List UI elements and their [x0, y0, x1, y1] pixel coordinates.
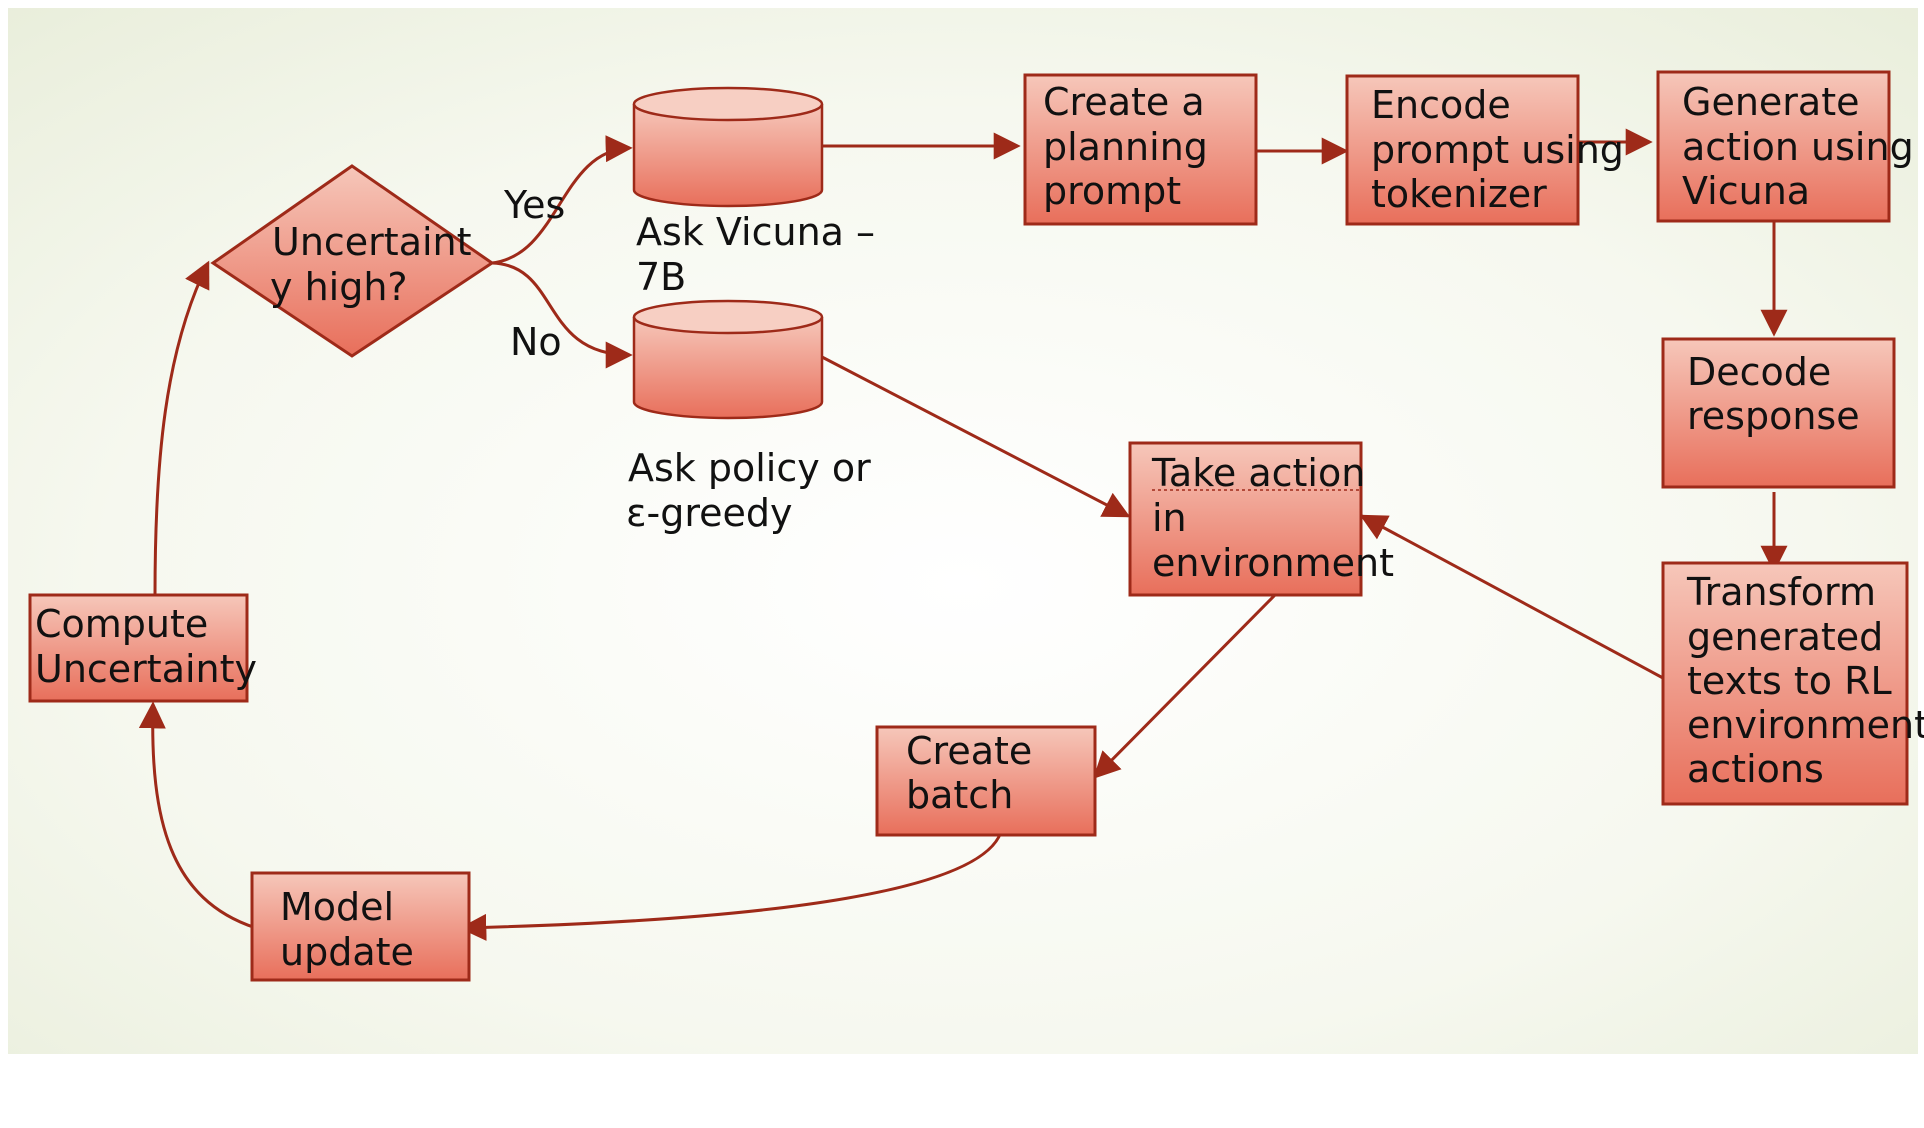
- generate-action-line1: Generate: [1682, 80, 1859, 124]
- arrow-batch-to-model-update: [459, 827, 1004, 941]
- ask-vicuna-database-node: [632, 86, 824, 208]
- arrow-compute-to-decision: [153, 260, 210, 596]
- planning-prompt-line1: Create a: [1043, 80, 1205, 124]
- encode-prompt-line2: prompt using: [1371, 128, 1624, 172]
- decision-node-uncertainty-high: Uncertaint y high?: [210, 164, 495, 358]
- ask-policy-database-node: [632, 299, 824, 420]
- compute-uncertainty-line1: Compute: [35, 602, 208, 646]
- model-update-line1: Model: [280, 885, 394, 929]
- transform-texts-node: Transform generated texts to RL environm…: [1661, 561, 1924, 806]
- arrow-decision-no: [491, 261, 633, 369]
- ask-vicuna-label-line2: 7B: [636, 255, 686, 299]
- compute-uncertainty-line2: Uncertainty: [35, 647, 257, 691]
- arrow-policy-to-take-action: [821, 355, 1131, 518]
- ask-vicuna-label-line1: Ask Vicuna –: [636, 210, 875, 254]
- transform-texts-line1: Transform: [1686, 570, 1876, 614]
- transform-texts-line4: environment: [1687, 703, 1924, 747]
- compute-uncertainty-node: Compute Uncertainty: [28, 593, 257, 703]
- take-action-line3: environment: [1152, 541, 1394, 585]
- transform-texts-line5: actions: [1687, 747, 1824, 791]
- transform-texts-line3: texts to RL: [1687, 659, 1892, 703]
- decision-label-line1: Uncertaint: [272, 220, 472, 264]
- arrow-transform-to-take-action: [1359, 514, 1664, 680]
- decode-response-node: Decode response: [1661, 337, 1896, 489]
- connectors: [138, 128, 1788, 941]
- encode-prompt-line3: tokenizer: [1371, 172, 1547, 216]
- create-batch-line1: Create: [906, 729, 1032, 773]
- take-action-line2: in: [1152, 496, 1187, 540]
- decision-label-line2: y high?: [270, 265, 408, 309]
- decode-response-line2: response: [1687, 394, 1860, 438]
- take-action-node: Take action in environment: [1128, 441, 1394, 597]
- generate-action-line3: Vicuna: [1682, 169, 1810, 213]
- model-update-line2: update: [280, 930, 414, 974]
- generate-action-line2: action using: [1682, 125, 1914, 169]
- ask-policy-label-line2: ε-greedy: [626, 491, 793, 535]
- encode-prompt-node: Encode prompt using tokenizer: [1345, 74, 1624, 226]
- yes-branch-label: Yes: [503, 183, 565, 227]
- no-branch-label: No: [510, 320, 562, 364]
- create-batch-node: Create batch: [875, 725, 1097, 837]
- planning-prompt-line2: planning: [1043, 125, 1208, 169]
- decode-response-line1: Decode: [1687, 350, 1831, 394]
- create-planning-prompt-node: Create a planning prompt: [1023, 73, 1258, 226]
- arrow-model-update-to-compute: [138, 701, 257, 930]
- arrow-take-action-to-batch: [1093, 593, 1277, 779]
- arrow-decision-yes: [491, 135, 633, 265]
- ask-policy-label-line1: Ask policy or: [628, 446, 871, 490]
- create-batch-line2: batch: [906, 773, 1013, 817]
- generate-action-node: Generate action using Vicuna: [1656, 70, 1914, 223]
- take-action-line1: Take action: [1151, 451, 1365, 495]
- planning-prompt-line3: prompt: [1043, 169, 1181, 213]
- model-update-node: Model update: [250, 871, 471, 982]
- encode-prompt-line1: Encode: [1371, 83, 1511, 127]
- transform-texts-line2: generated: [1687, 615, 1883, 659]
